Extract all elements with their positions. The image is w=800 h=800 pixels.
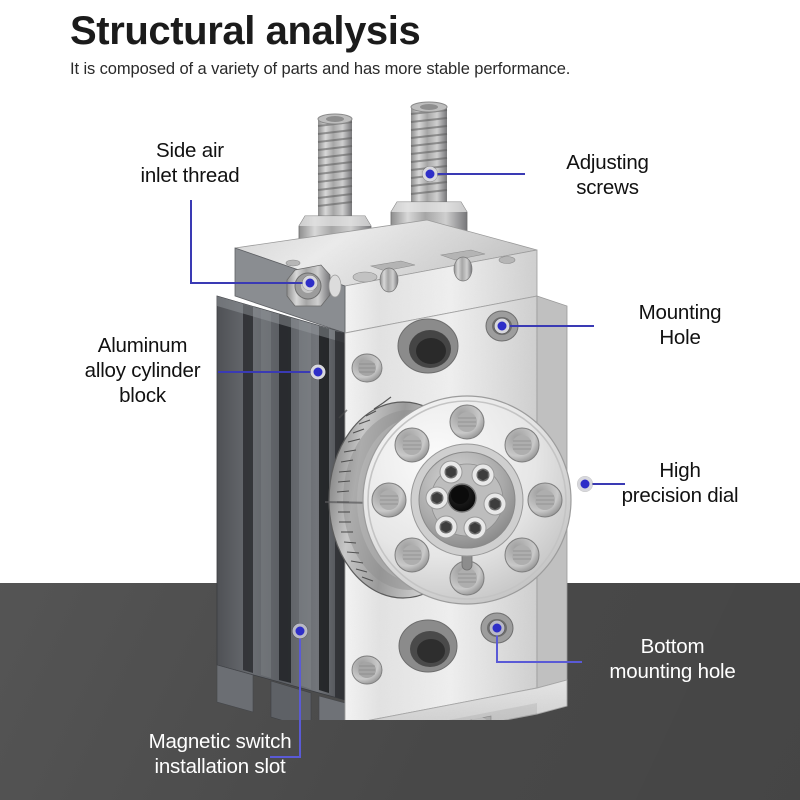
callout-label-bottom-mounting-hole: Bottom mounting hole [609, 635, 736, 683]
leader-line-high-precision-dial [585, 483, 625, 485]
page-title: Structural analysis [70, 9, 421, 53]
marker-dot-bottom-mounting-hole [489, 620, 505, 636]
header-block: Structural analysis It is composed of a … [70, 8, 770, 79]
center-hub-hex-screws [410, 443, 524, 557]
leader-line-side-air-inlet-horizontal [190, 282, 310, 284]
callout-label-adjusting-screws: Adjusting screws [566, 151, 649, 199]
leader-line-magnetic-switch-horizontal [270, 756, 301, 758]
rotary-output-flange [362, 395, 572, 605]
marker-dot-adjusting-screws [422, 166, 438, 182]
leader-line-bottom-mounting-hole-vertical [496, 628, 498, 662]
leader-line-bottom-mounting-hole-horizontal [496, 661, 582, 663]
leader-line-side-air-inlet-vertical [190, 200, 192, 283]
flange-threaded-holes [371, 404, 563, 596]
callout-label-magnetic-switch-installation-slot: Magnetic switch installation slot [148, 730, 292, 778]
page-subtitle: It is composed of a variety of parts and… [70, 60, 571, 78]
callout-label-aluminum-alloy-cylinder-block: Aluminum alloy cylinder block [84, 334, 201, 407]
rotary-actuator-svg [216, 101, 572, 759]
leader-line-magnetic-switch-vertical [299, 631, 301, 758]
callout-label-mounting-hole: Mounting Hole [638, 301, 722, 349]
leader-line-adjusting-screws [430, 173, 525, 175]
marker-dot-mounting-hole [494, 318, 510, 334]
marker-dot-side-air-inlet-thread [302, 275, 318, 291]
product-illustration [175, 100, 595, 759]
callout-label-side-air-inlet-thread: Side air inlet thread [140, 139, 240, 187]
marker-dot-aluminum-alloy-cylinder-block [310, 364, 326, 380]
leader-line-aluminum-block [218, 371, 318, 373]
callout-label-high-precision-dial: High precision dial [621, 459, 739, 507]
marker-dot-magnetic-switch-installation-slot [292, 623, 308, 639]
leader-line-mounting-hole [502, 325, 594, 327]
marker-dot-high-precision-dial [577, 476, 593, 492]
dial-graduations [336, 396, 392, 582]
aluminum-cylinder-block-rails [216, 295, 346, 738]
